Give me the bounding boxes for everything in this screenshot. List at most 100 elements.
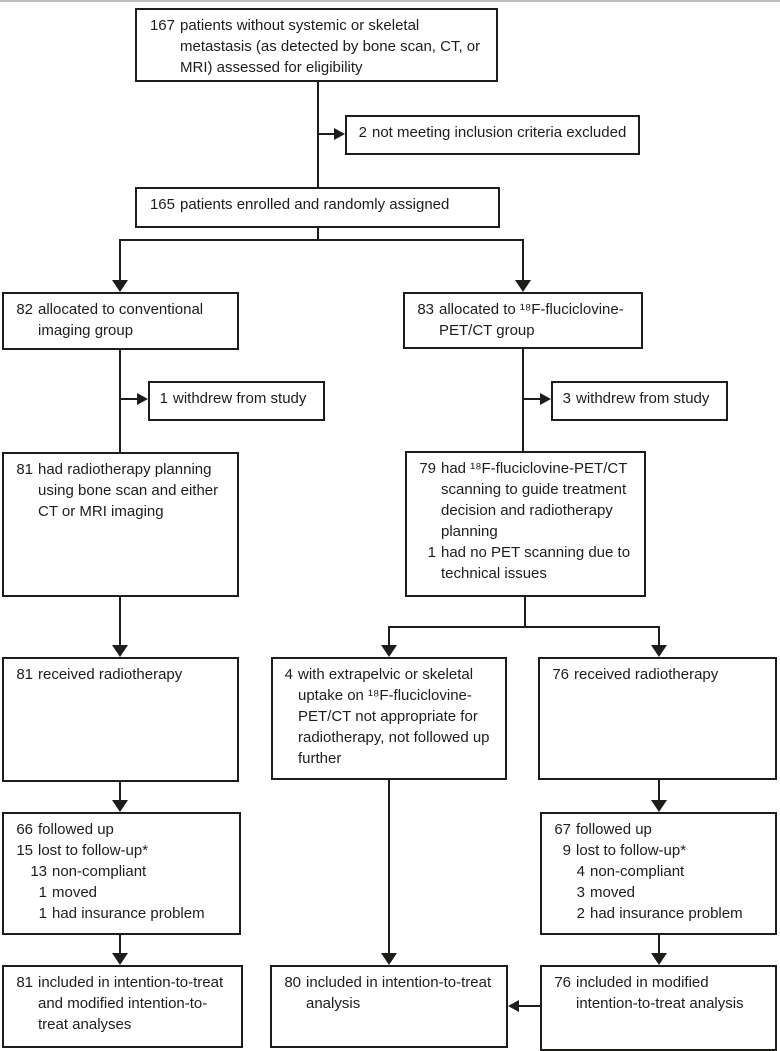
arrowhead-withdrew-right [540, 393, 551, 405]
entry-count: 1 [38, 884, 47, 901]
entry-count: 1 [427, 544, 436, 561]
entry-text: allocated to conventional imaging group [38, 301, 204, 339]
box-allocated-pet: 83 allocated to ¹⁸F-fluciclovine-PET/CT … [403, 292, 643, 349]
entry-text: included in intention-to-treat analysis [306, 974, 492, 1012]
entry-count: 82 [16, 301, 33, 318]
flow-entry-sub: 3 moved [564, 882, 767, 903]
flow-entry: 165 patients enrolled and randomly assig… [145, 194, 490, 215]
entry-count: 9 [562, 842, 571, 859]
flow-entry-sub: 2 had insurance problem [564, 903, 767, 924]
box-received-right: 76 received radiotherapy [538, 657, 777, 780]
flow-entry: 1 had no PET scanning due to technical i… [415, 542, 636, 584]
flow-entry: 82 allocated to conventional imaging gro… [12, 299, 229, 341]
entry-text: not meeting inclusion criteria excluded [372, 124, 627, 141]
arrowhead-itt-right [651, 953, 667, 965]
arrowhead-itt-right-to-middle [508, 1000, 519, 1012]
entry-count: 79 [419, 460, 436, 477]
connector-eligibility-to-enrolled [317, 82, 319, 188]
box-itt-right: 76 included in modified intention-to-tre… [540, 965, 777, 1051]
entry-text: had insurance problem [590, 905, 743, 922]
flow-entry: 81 received radiotherapy [12, 664, 229, 685]
flow-entry: 15 lost to follow-up* [12, 840, 231, 861]
entry-text: received radiotherapy [574, 666, 719, 683]
entry-text: lost to follow-up* [38, 842, 149, 859]
box-itt-middle: 80 included in intention-to-treat analys… [270, 965, 508, 1048]
entry-count: 81 [16, 461, 33, 478]
connector-planning-right-down [524, 597, 526, 628]
entry-text: patients enrolled and randomly assigned [180, 196, 450, 213]
entry-text: moved [590, 884, 636, 901]
entry-count: 1 [38, 905, 47, 922]
entry-text: moved [52, 884, 98, 901]
connector-branch-withdrew-right [522, 398, 540, 400]
connector-pet-split [388, 626, 660, 628]
entry-count: 81 [16, 974, 33, 991]
arrowhead-followup-right [651, 800, 667, 812]
entry-count: 80 [284, 974, 301, 991]
arrowhead-followup-left [112, 800, 128, 812]
entry-count: 76 [554, 974, 571, 991]
flow-entry: 3 withdrew from study [561, 388, 718, 409]
flow-entry-sub: 1 moved [26, 882, 231, 903]
entry-text: included in intention-to-treat and modif… [38, 974, 224, 1033]
connector-received-to-followup-right [658, 780, 660, 801]
connector-conventional-to-planning [119, 350, 121, 452]
connector-to-pet [522, 239, 524, 281]
connector-branch-excluded [317, 133, 335, 135]
box-withdrew-left: 1 withdrew from study [148, 381, 325, 421]
entry-count: 2 [576, 905, 585, 922]
flow-entry: 67 followed up [550, 819, 767, 840]
entry-count: 4 [576, 863, 585, 880]
box-eligibility: 167 patients without systemic or skeleta… [135, 8, 498, 82]
flow-entry: 2 not meeting inclusion criteria exclude… [355, 122, 630, 143]
arrowhead-uptake [381, 645, 397, 657]
connector-enrolled-down [317, 228, 319, 241]
entry-count: 15 [16, 842, 33, 859]
box-allocated-conventional: 82 allocated to conventional imaging gro… [2, 292, 239, 350]
box-enrolled: 165 patients enrolled and randomly assig… [135, 187, 500, 228]
entry-text: withdrew from study [173, 390, 307, 407]
flow-entry: 83 allocated to ¹⁸F-fluciclovine-PET/CT … [413, 299, 633, 341]
box-withdrew-right: 3 withdrew from study [551, 381, 728, 421]
entry-text: had ¹⁸F-fluciclovine-PET/CT scanning to … [441, 460, 628, 540]
box-uptake-middle: 4 with extrapelvic or skeletal uptake on… [271, 657, 507, 780]
connector-to-uptake [388, 626, 390, 646]
flow-entry: 76 received radiotherapy [548, 664, 767, 685]
entry-count: 67 [554, 821, 571, 838]
entry-text: had insurance problem [52, 905, 205, 922]
connector-received-to-followup-left [119, 782, 121, 801]
entry-text: withdrew from study [576, 390, 710, 407]
flow-entry-sub: 1 had insurance problem [26, 903, 231, 924]
entry-count: 66 [16, 821, 33, 838]
entry-text: patients without systemic or skeletal me… [180, 17, 481, 76]
entry-text: had radiotherapy planning using bone sca… [38, 461, 219, 520]
entry-text: included in modified intention-to-treat … [576, 974, 744, 1012]
flow-entry: 1 withdrew from study [158, 388, 315, 409]
entry-text: non-compliant [52, 863, 147, 880]
box-followup-right: 67 followed up 9 lost to follow-up* 4 no… [540, 812, 777, 935]
entry-text: had no PET scanning due to technical iss… [441, 544, 631, 582]
entry-text: allocated to ¹⁸F-fluciclovine-PET/CT gro… [439, 301, 624, 339]
arrowhead-itt-left [112, 953, 128, 965]
entry-text: followed up [576, 821, 652, 838]
entry-count: 3 [576, 884, 585, 901]
entry-count: 3 [562, 390, 571, 407]
flow-entry: 80 included in intention-to-treat analys… [280, 972, 498, 1014]
arrowhead-conventional [112, 280, 128, 292]
flow-entry-sub: 4 non-compliant [564, 861, 767, 882]
entry-count: 167 [149, 17, 175, 34]
flow-entry-sub: 13 non-compliant [26, 861, 231, 882]
flow-entry: 76 included in modified intention-to-tre… [550, 972, 767, 1014]
entry-count: 2 [358, 124, 367, 141]
arrowhead-withdrew-left [137, 393, 148, 405]
entry-count: 76 [552, 666, 569, 683]
arrowhead-pet [515, 280, 531, 292]
box-followup-left: 66 followed up 15 lost to follow-up* 13 … [2, 812, 241, 935]
box-itt-left: 81 included in intention-to-treat and mo… [2, 965, 243, 1048]
box-planning-left: 81 had radiotherapy planning using bone … [2, 452, 239, 597]
flow-entry: 4 with extrapelvic or skeletal uptake on… [281, 664, 497, 769]
connector-to-received-right [658, 626, 660, 646]
entry-count: 83 [417, 301, 434, 318]
arrowhead-itt-middle [381, 953, 397, 965]
